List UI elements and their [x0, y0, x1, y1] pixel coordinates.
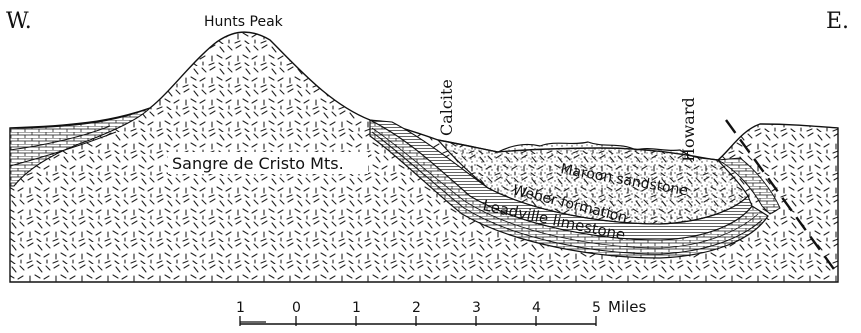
east-flank-strata: [716, 157, 781, 215]
scale-label-6: 5: [592, 300, 601, 316]
west-flank-shale-2: [9, 131, 117, 167]
west-flank-shale: [9, 125, 111, 151]
west-flank-strata: [9, 107, 151, 187]
west-label: W.: [6, 9, 32, 34]
scale-bar: 1 0 1 2 3 4 5 Miles: [236, 298, 647, 326]
shale-band-lower-2: [371, 127, 759, 249]
calcite-label: Calcite: [437, 79, 456, 136]
fault-line: [725, 119, 837, 273]
range-label-bg: [168, 152, 368, 174]
scale-label-0: 1: [236, 300, 245, 316]
scale-unit-label: Miles: [608, 298, 647, 316]
scale-label-4: 3: [472, 300, 481, 316]
maroon-sandstone-core: [436, 139, 749, 225]
howard-label: Howard: [679, 97, 698, 162]
scale-label-3: 2: [412, 300, 421, 316]
shale-band-lower: [371, 131, 763, 255]
peak-label: Hunts Peak: [204, 14, 284, 30]
east-label: E.: [826, 9, 849, 34]
scale-label-2: 1: [352, 300, 361, 316]
scale-label-5: 4: [532, 300, 541, 316]
scale-label-1: 0: [292, 300, 301, 316]
range-label: Sangre de Cristo Mts.: [172, 154, 344, 173]
